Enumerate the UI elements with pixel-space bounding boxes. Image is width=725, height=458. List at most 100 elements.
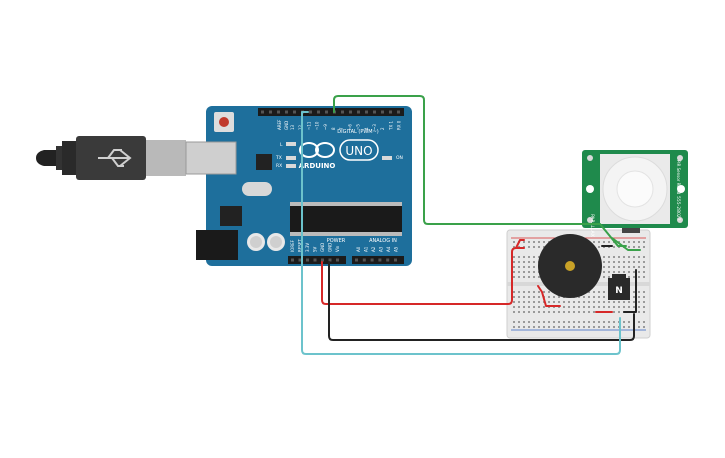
header-socket[interactable] [306, 258, 309, 262]
breadboard-hole[interactable] [538, 311, 540, 313]
header-socket[interactable] [370, 258, 374, 262]
breadboard-hole[interactable] [588, 326, 590, 328]
breadboard-hole[interactable] [623, 241, 625, 243]
breadboard-hole[interactable] [578, 326, 580, 328]
breadboard-hole[interactable] [628, 266, 630, 268]
breadboard-hole[interactable] [613, 266, 615, 268]
breadboard-hole[interactable] [523, 296, 525, 298]
breadboard-hole[interactable] [588, 306, 590, 308]
breadboard-hole[interactable] [548, 321, 550, 323]
breadboard-hole[interactable] [568, 326, 570, 328]
breadboard-hole[interactable] [588, 301, 590, 303]
breadboard-hole[interactable] [603, 266, 605, 268]
breadboard-hole[interactable] [533, 301, 535, 303]
breadboard-hole[interactable] [628, 326, 630, 328]
breadboard-hole[interactable] [528, 326, 530, 328]
breadboard-hole[interactable] [513, 306, 515, 308]
breadboard-hole[interactable] [528, 291, 530, 293]
breadboard-hole[interactable] [513, 326, 515, 328]
breadboard-hole[interactable] [518, 256, 520, 258]
breadboard-hole[interactable] [523, 306, 525, 308]
header-socket[interactable] [261, 110, 264, 114]
breadboard-hole[interactable] [603, 321, 605, 323]
breadboard-hole[interactable] [643, 276, 645, 278]
header-socket[interactable] [309, 110, 312, 114]
breadboard-hole[interactable] [608, 261, 610, 263]
breadboard-hole[interactable] [603, 276, 605, 278]
breadboard-hole[interactable] [623, 256, 625, 258]
breadboard-hole[interactable] [638, 266, 640, 268]
breadboard-hole[interactable] [588, 321, 590, 323]
breadboard-hole[interactable] [603, 291, 605, 293]
breadboard-hole[interactable] [543, 326, 545, 328]
header-socket[interactable] [313, 258, 317, 262]
breadboard-hole[interactable] [513, 241, 515, 243]
breadboard-hole[interactable] [633, 261, 635, 263]
breadboard-hole[interactable] [603, 271, 605, 273]
breadboard-hole[interactable] [568, 321, 570, 323]
breadboard-hole[interactable] [533, 256, 535, 258]
header-socket[interactable] [362, 258, 366, 262]
breadboard-hole[interactable] [513, 321, 515, 323]
breadboard-hole[interactable] [558, 311, 560, 313]
breadboard-hole[interactable] [643, 241, 645, 243]
breadboard-hole[interactable] [548, 301, 550, 303]
breadboard-hole[interactable] [618, 301, 620, 303]
breadboard-hole[interactable] [598, 301, 600, 303]
breadboard-hole[interactable] [613, 261, 615, 263]
breadboard-hole[interactable] [593, 306, 595, 308]
breadboard-hole[interactable] [513, 266, 515, 268]
breadboard-hole[interactable] [558, 296, 560, 298]
breadboard-hole[interactable] [518, 291, 520, 293]
breadboard-hole[interactable] [518, 311, 520, 313]
breadboard-hole[interactable] [643, 261, 645, 263]
breadboard-hole[interactable] [628, 271, 630, 273]
breadboard-hole[interactable] [533, 276, 535, 278]
breadboard-hole[interactable] [523, 266, 525, 268]
breadboard-hole[interactable] [538, 306, 540, 308]
breadboard-hole[interactable] [538, 296, 540, 298]
breadboard-hole[interactable] [643, 311, 645, 313]
breadboard-hole[interactable] [633, 306, 635, 308]
breadboard-hole[interactable] [618, 266, 620, 268]
breadboard-hole[interactable] [528, 296, 530, 298]
breadboard-hole[interactable] [638, 276, 640, 278]
header-socket[interactable] [317, 110, 320, 114]
breadboard-hole[interactable] [578, 311, 580, 313]
breadboard-hole[interactable] [628, 241, 630, 243]
breadboard-hole[interactable] [528, 306, 530, 308]
breadboard-hole[interactable] [543, 321, 545, 323]
breadboard-hole[interactable] [568, 306, 570, 308]
breadboard-hole[interactable] [628, 246, 630, 248]
breadboard-hole[interactable] [633, 271, 635, 273]
breadboard-hole[interactable] [583, 311, 585, 313]
breadboard-hole[interactable] [528, 246, 530, 248]
breadboard-hole[interactable] [593, 326, 595, 328]
breadboard-hole[interactable] [533, 271, 535, 273]
breadboard-hole[interactable] [638, 296, 640, 298]
header-socket[interactable] [298, 258, 302, 262]
breadboard-hole[interactable] [533, 266, 535, 268]
header-socket[interactable] [381, 110, 384, 114]
breadboard-hole[interactable] [593, 311, 595, 313]
breadboard-hole[interactable] [583, 326, 585, 328]
breadboard-hole[interactable] [588, 311, 590, 313]
breadboard-hole[interactable] [613, 301, 615, 303]
breadboard-hole[interactable] [533, 291, 535, 293]
header-socket[interactable] [349, 110, 352, 114]
breadboard-hole[interactable] [523, 256, 525, 258]
breadboard-hole[interactable] [633, 256, 635, 258]
breadboard-hole[interactable] [593, 296, 595, 298]
breadboard-hole[interactable] [613, 321, 615, 323]
breadboard-hole[interactable] [548, 326, 550, 328]
breadboard-hole[interactable] [583, 321, 585, 323]
breadboard-hole[interactable] [523, 276, 525, 278]
breadboard-hole[interactable] [628, 261, 630, 263]
breadboard-hole[interactable] [638, 261, 640, 263]
breadboard-hole[interactable] [523, 321, 525, 323]
breadboard-hole[interactable] [578, 306, 580, 308]
breadboard-hole[interactable] [538, 241, 540, 243]
breadboard-hole[interactable] [603, 301, 605, 303]
breadboard-hole[interactable] [528, 301, 530, 303]
breadboard-hole[interactable] [613, 256, 615, 258]
